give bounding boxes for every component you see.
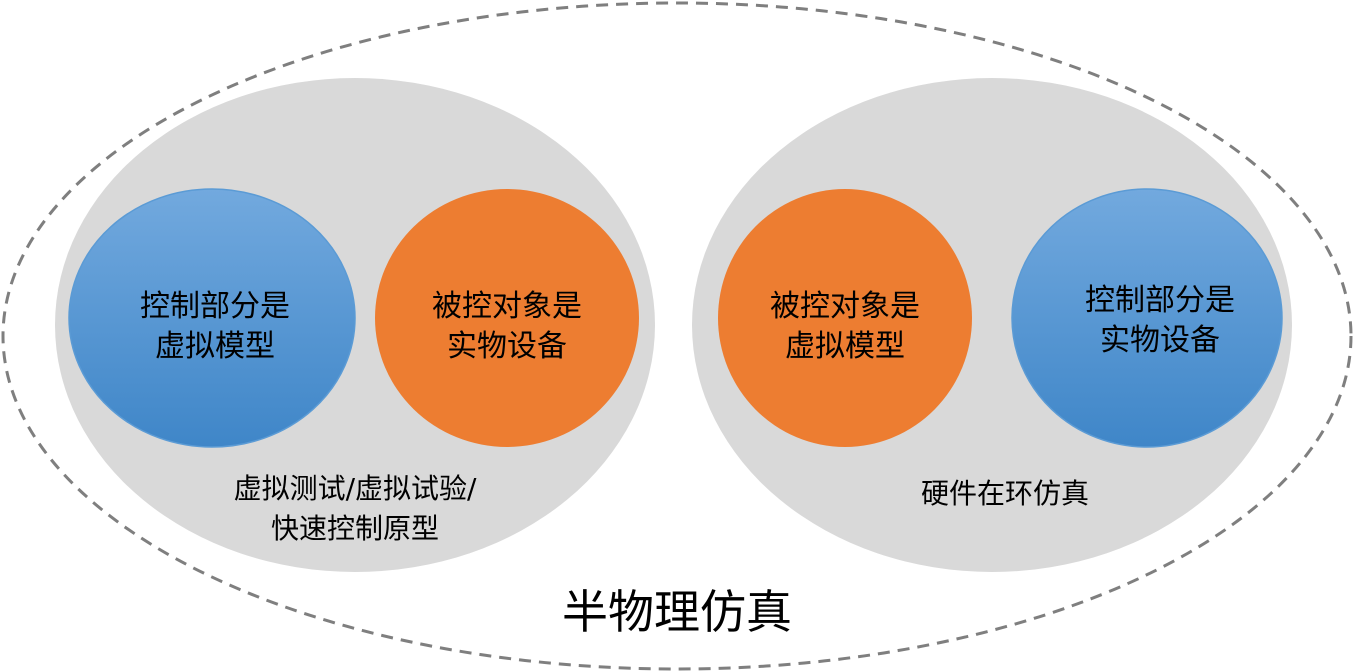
circle-text-line: 实物设备	[447, 329, 567, 364]
orange-circle-plant-physical	[375, 189, 639, 447]
diagram-title: 半物理仿真	[562, 585, 792, 639]
group-label-line: 虚拟测试/虚拟试验/	[234, 472, 477, 505]
circle-text-line: 控制部分是	[1085, 283, 1235, 318]
group-virtual-test: 控制部分是 虚拟模型 被控对象是 实物设备 虚拟测试/虚拟试验/ 快速控制原型	[55, 78, 655, 572]
circle-text-line: 被控对象是	[770, 289, 920, 324]
group-hardware-in-loop: 被控对象是 虚拟模型 控制部分是 实物设备 硬件在环仿真	[692, 78, 1292, 572]
blue-circle-control-virtual	[68, 188, 356, 448]
circle-text-line: 虚拟模型	[155, 329, 275, 364]
orange-circle-plant-virtual	[718, 189, 972, 447]
blue-circle-control-physical	[1011, 188, 1283, 448]
group-label-line: 快速控制原型	[271, 512, 439, 545]
circle-text-line: 实物设备	[1100, 323, 1220, 358]
circle-text-line: 虚拟模型	[785, 329, 905, 364]
circle-text-line: 被控对象是	[432, 289, 582, 324]
group-label-line: 硬件在环仿真	[921, 477, 1089, 510]
circle-text-line: 控制部分是	[140, 289, 290, 324]
